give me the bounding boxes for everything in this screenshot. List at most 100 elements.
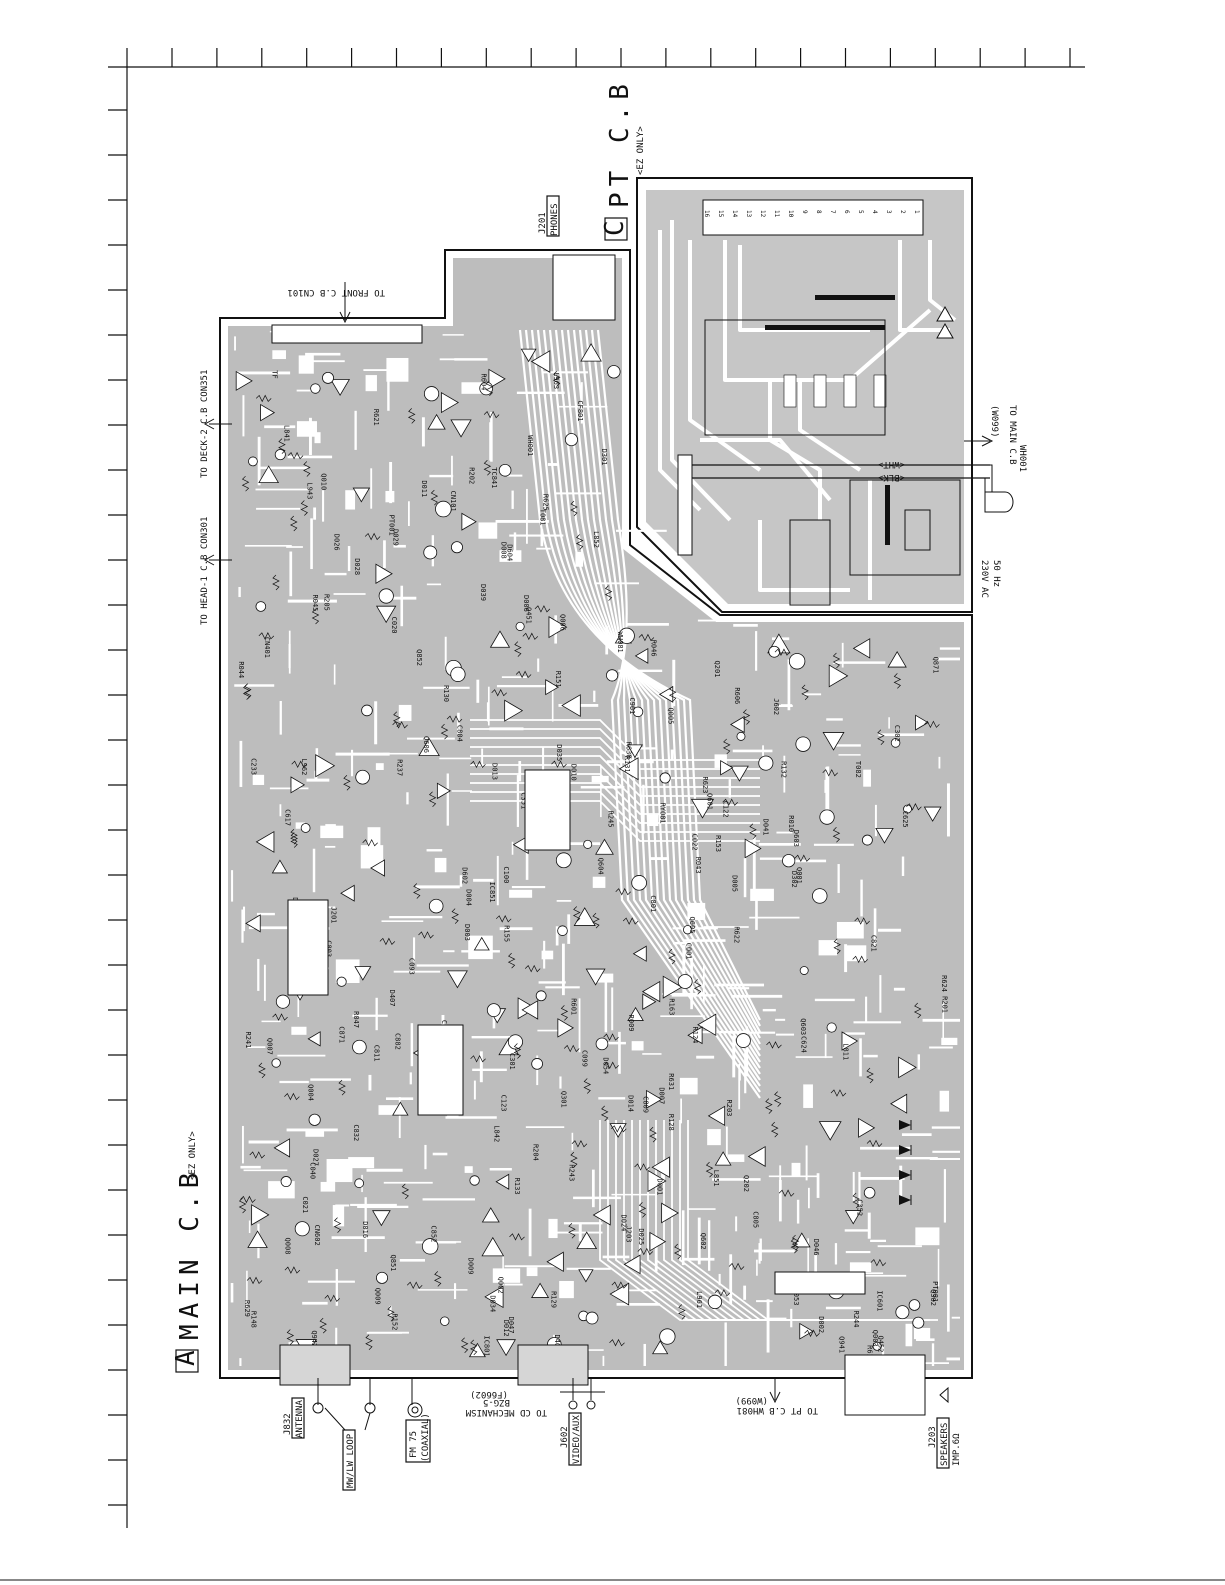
component-ref-label: R163 (668, 998, 676, 1015)
to-head-label: TO HEAD-1 C.B CON301 (200, 517, 210, 625)
component-ref-label: C871 (337, 1026, 345, 1043)
main-board-title-group: A MAIN C.B <EZ ONLY> (171, 1131, 205, 1373)
component-ref-label: IC601 (876, 1290, 884, 1311)
component-ref-label: D003 (463, 924, 471, 941)
component-ref-label: C801 (649, 895, 657, 912)
component-ref-label: TF (271, 370, 279, 378)
component-ref-label: D602 (460, 867, 468, 884)
component-ref-label: C099 (581, 1050, 589, 1067)
pt-board-title: PT C.B (605, 78, 635, 208)
ac-input-label: 230V AC (979, 560, 989, 598)
component-ref-label: R245 (606, 811, 614, 828)
f6602-label: (F6602) (470, 1389, 508, 1399)
main-board: CN101CN401Q451Q452Q301Q302D301D302D407D4… (219, 249, 973, 1416)
component-ref-label: R124 (691, 1027, 699, 1044)
component-ref-label: R601 (569, 998, 577, 1015)
component-ref-label: R130 (442, 685, 450, 702)
component-ref-label: C100 (502, 866, 510, 883)
component-ref-label: D407 (388, 990, 396, 1007)
component-ref-label: C122 (721, 801, 729, 818)
wht-wire-label: <WHT> (877, 459, 905, 469)
ic801-chip (287, 899, 329, 996)
pt-pin-label: 11 (773, 210, 780, 218)
component-ref-label: C001 (684, 943, 692, 960)
component-ref-label: C022 (691, 834, 699, 851)
component-ref-label: Q941 (838, 1336, 846, 1353)
component-ref-label: C804 (456, 725, 464, 742)
component-ref-label: R623 (701, 777, 709, 794)
bzg-label: BZG-5 (483, 1397, 510, 1407)
pt-pin-label: 7 (829, 210, 836, 214)
component-ref-label: D047 (507, 1317, 515, 1334)
j602-label: J602 (560, 1426, 570, 1448)
component-ref-label: D604 (505, 544, 513, 561)
component-ref-label: J602 (772, 698, 780, 715)
component-ref-label: Q451 (524, 607, 532, 624)
pt081-transformer (849, 479, 961, 576)
component-ref-label: L851 (712, 1170, 720, 1187)
component-ref-label: R629 (243, 1300, 251, 1317)
component-ref-label: D010 (569, 764, 577, 781)
component-ref-label: R132 (779, 761, 787, 778)
component-ref-label: R203 (725, 1100, 733, 1117)
w099-label: (W099) (989, 405, 999, 438)
component-ref-label: Q009 (373, 1288, 381, 1305)
component-ref-label: Q604 (596, 858, 604, 875)
to-pt-label: TO PT C.B WH081 (737, 1405, 818, 1415)
main-components: CN101CN401Q451Q452Q301Q302D301D302D407D4… (235, 343, 949, 1362)
to-front-label: TO FRONT C.B CN101 (287, 287, 385, 297)
component-ref-label: Q301 (560, 1091, 568, 1108)
pt-board-note: <EZ ONLY> (636, 126, 646, 175)
component-ref-label: Q452 (877, 1336, 885, 1353)
component-ref-label: Q602 (699, 1233, 707, 1250)
component-ref-label: R631 (667, 1073, 675, 1090)
pt-pin-label: 4 (871, 210, 878, 214)
j203-speaker-terminal (844, 1354, 926, 1416)
pt-pin-label: 10 (787, 210, 794, 218)
pt001-transformer (704, 319, 886, 436)
coaxial-label: (COAXIAL) (421, 1413, 431, 1462)
component-ref-label: C301 (508, 1053, 516, 1070)
component-ref-label: L811 (842, 1043, 850, 1060)
component-ref-label: C809 (642, 1096, 650, 1113)
pt-pin-label: 13 (745, 210, 752, 218)
component-ref-label: Q606 (422, 736, 430, 753)
component-ref-label: L842 (492, 1125, 500, 1142)
pt-pin-label: 3 (885, 210, 892, 214)
component-ref-label: R243 (567, 1164, 575, 1181)
component-ref-label: D025 (637, 1228, 645, 1245)
component-ref-label: D012 (502, 1320, 510, 1337)
component-ref-label: Q001 (795, 867, 803, 884)
component-ref-label: Q008 (283, 1238, 291, 1255)
component-ref-label: Q002 (497, 1277, 505, 1294)
component-ref-label: Q003 (871, 1330, 879, 1347)
component-ref-label: D007 (658, 1087, 666, 1104)
wh001-label: WH001 (1017, 445, 1027, 472)
component-ref-label: D603 (792, 830, 800, 847)
component-ref-label: R043 (694, 857, 702, 874)
main-board-letter: A (171, 1344, 201, 1366)
component-ref-label: Q006 (558, 614, 566, 631)
component-ref-label: D027 (312, 1149, 320, 1166)
component-ref-label: D035 (555, 744, 563, 761)
component-ref-label: C624 (800, 1036, 808, 1053)
component-ref-label: R624 (940, 975, 948, 992)
component-ref-label: Q851 (389, 1255, 397, 1272)
component-ref-label: C040 (309, 1162, 317, 1179)
to-main-label: TO MAIN C.B (1007, 405, 1017, 465)
component-ref-label: T081 (539, 509, 547, 526)
component-ref-label: C352 (855, 1199, 863, 1216)
component-ref-label: D004 (465, 889, 473, 906)
component-ref-label: R625 (542, 494, 550, 511)
pt-pin-label: 12 (759, 210, 766, 218)
component-ref-label: R241 (244, 1032, 252, 1049)
to-deck-label: TO DECK-2 C.B CON351 (200, 370, 210, 478)
pt-board-title-group: C PT C.B <EZ ONLY> (600, 78, 646, 241)
component-ref-label: C821 (870, 935, 878, 952)
component-ref-label: D014 (627, 1095, 635, 1112)
component-ref-label: PT001 (388, 515, 396, 536)
component-ref-label: Q005 (667, 707, 675, 724)
component-ref-label: C233 (249, 758, 257, 775)
antenna-label: ANTENNA (295, 1399, 305, 1438)
